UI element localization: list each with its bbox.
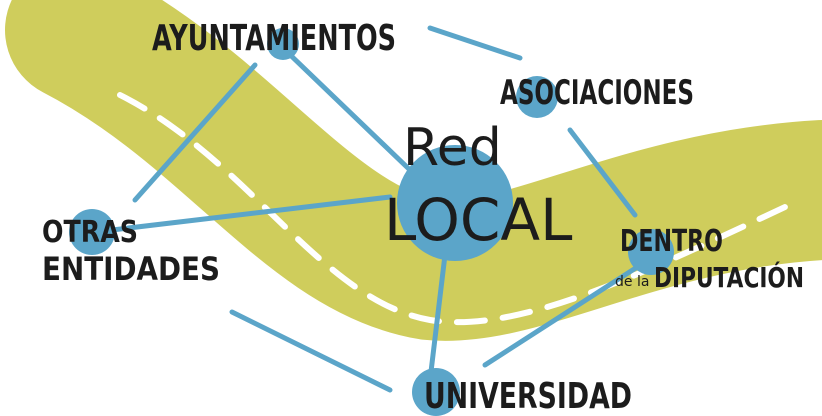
node-dentro-diputacion: [628, 229, 674, 275]
line-ayuntamientos-right: [427, 25, 523, 61]
line-asociaciones-dentro: [567, 127, 638, 218]
label-entidades: ENTIDADES: [42, 250, 220, 288]
node-universidad: [412, 368, 460, 416]
hub-label-red: Red: [403, 118, 502, 178]
node-red-local-hub: [397, 145, 513, 261]
line-ayuntamientos-hub: [280, 45, 413, 173]
label-de-la: de la: [615, 274, 649, 290]
label-asociaciones: ASOCIACIONES: [500, 73, 694, 113]
road-dashes: [117, 92, 803, 326]
node-ayuntamientos: [267, 28, 299, 60]
node-asociaciones: [516, 76, 558, 118]
line-hub-universidad: [427, 252, 448, 383]
line-lower-left: [229, 309, 393, 393]
label-universidad: UNIVERSIDAD: [424, 376, 632, 416]
line-dentro-universidad: [482, 259, 648, 368]
line-ayuntamientos-otras: [132, 62, 258, 203]
label-diputacion: DIPUTACIÓN: [654, 260, 804, 294]
line-otras-hub: [92, 194, 393, 235]
node-circles: [69, 28, 674, 416]
node-otras-entidades: [69, 209, 115, 255]
hub-label-local: LOCAL: [384, 186, 572, 254]
label-ayuntamientos: AYUNTAMIENTOS: [152, 18, 396, 59]
connector-lines: [92, 25, 648, 393]
label-otras: OTRAS: [42, 215, 138, 250]
road-band: [5, 0, 822, 341]
label-dentro: DENTRO: [620, 224, 723, 259]
